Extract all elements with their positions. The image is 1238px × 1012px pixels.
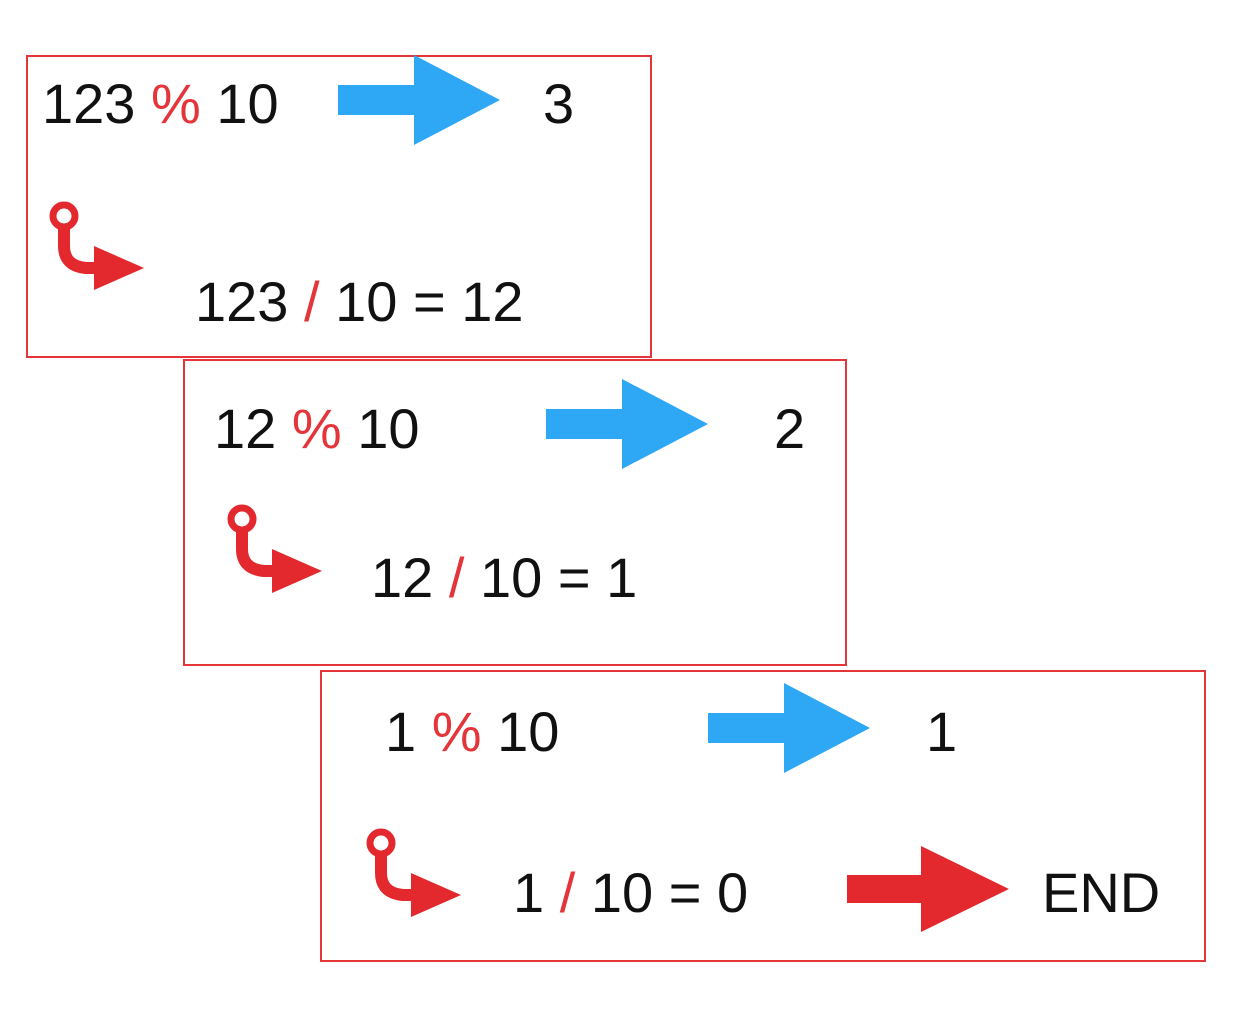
modulo-expression-3: 1 % 10 — [385, 704, 559, 760]
result-arrow-icon — [546, 379, 710, 469]
division-expression-1: 123 / 10 = 12 — [195, 274, 524, 330]
mod-divisor: 10 — [497, 700, 560, 763]
mod-dividend: 123 — [42, 72, 136, 135]
modulo-expression-2: 12 % 10 — [214, 401, 420, 457]
digit-result-3: 1 — [926, 700, 958, 763]
mod-operator: % — [291, 397, 342, 460]
division-expression-2: 12 / 10 = 1 — [371, 550, 637, 606]
div-equals: = — [412, 270, 446, 333]
hook-arrow-icon — [361, 827, 465, 919]
div-operator: / — [448, 546, 465, 609]
div-divisor: 10 — [479, 546, 543, 609]
div-equals: = — [557, 546, 591, 609]
div-result: 0 — [716, 861, 749, 924]
end-arrow-icon — [847, 846, 1011, 932]
mod-divisor: 10 — [357, 397, 420, 460]
div-operator: / — [559, 861, 576, 924]
mod-divisor: 10 — [216, 72, 279, 135]
mod-operator: % — [431, 700, 482, 763]
div-result: 12 — [461, 270, 524, 333]
digit-result-2: 2 — [774, 397, 806, 460]
end-label: END — [1042, 861, 1161, 924]
division-expression-3: 1 / 10 = 0 — [513, 865, 748, 921]
div-dividend: 1 — [513, 861, 545, 924]
mod-dividend: 1 — [385, 700, 417, 763]
result-arrow-icon — [708, 683, 872, 773]
modulo-expression-1: 123 % 10 — [42, 76, 279, 132]
div-divisor: 10 — [335, 270, 398, 333]
div-result: 1 — [606, 546, 638, 609]
step-box-2 — [183, 359, 847, 666]
digit-result-1: 3 — [543, 72, 575, 135]
hook-arrow-icon — [44, 200, 148, 292]
div-dividend: 123 — [195, 270, 289, 333]
div-divisor: 10 — [590, 861, 654, 924]
div-equals: = — [668, 861, 702, 924]
mod-operator: % — [151, 72, 201, 135]
div-dividend: 12 — [371, 546, 434, 609]
result-arrow-icon — [338, 55, 502, 145]
mod-dividend: 12 — [214, 397, 277, 460]
div-operator: / — [304, 270, 320, 333]
hook-arrow-icon — [222, 503, 326, 595]
